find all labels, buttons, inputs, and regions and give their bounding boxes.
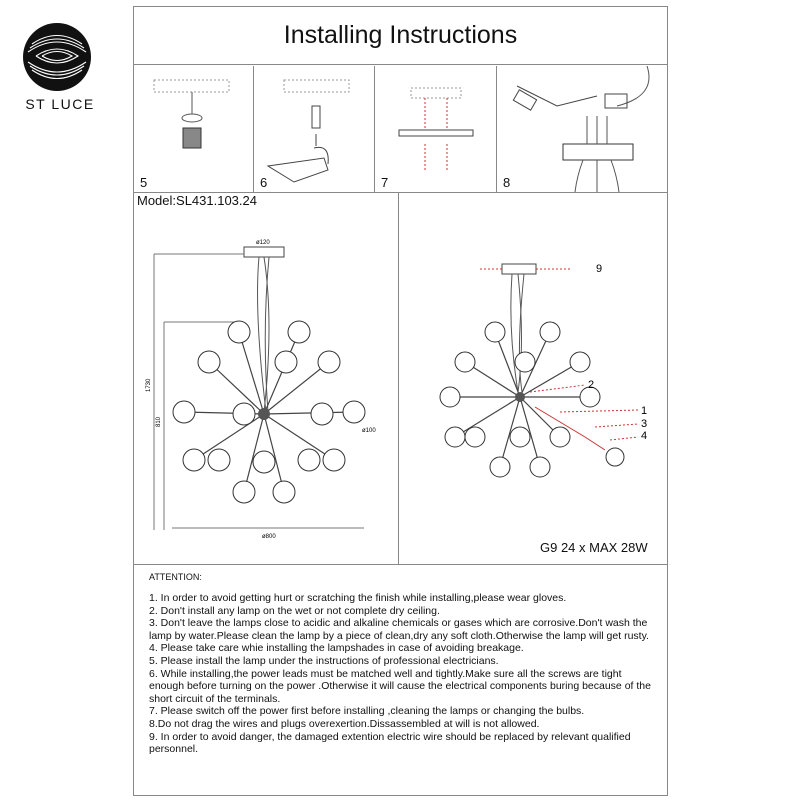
mounting-bracket-illustration bbox=[398, 87, 474, 172]
section-divider bbox=[134, 564, 667, 565]
st-luce-logo bbox=[23, 23, 91, 91]
canopy-dimension: ø120 bbox=[256, 240, 270, 246]
safety-note: 4. Please take care whie installing the … bbox=[149, 642, 524, 655]
safety-note: 2. Don't install any lamp on the wet or … bbox=[149, 604, 440, 617]
step-6-panel: 6 bbox=[254, 66, 375, 192]
safety-note: 1. In order to avoid getting hurt or scr… bbox=[149, 592, 567, 604]
step-number: 8 bbox=[503, 175, 511, 190]
attention-heading: ATTENTION: bbox=[149, 572, 202, 582]
part-label-4: 4 bbox=[641, 430, 647, 442]
dimension-drawing-panel: ø120 1730 810 ø800 ø100 bbox=[134, 192, 399, 564]
step-number: 5 bbox=[140, 175, 148, 190]
shade-dimension: ø100 bbox=[362, 428, 376, 434]
parts-exploded-drawing: 9 2 1 3 4 bbox=[439, 263, 647, 478]
glass-shades bbox=[439, 321, 625, 478]
safety-note: 8.Do not drag the wires and plugs overex… bbox=[149, 717, 540, 730]
dimension-drawing: ø120 1730 810 ø800 ø100 bbox=[146, 240, 376, 540]
wiring-connection-illustration bbox=[512, 66, 650, 192]
parts-drawing-panel: 9 2 1 3 4 bbox=[400, 192, 667, 564]
bulb-specification: G9 24 x MAX 28W bbox=[540, 540, 648, 555]
height-total-dimension: 1730 bbox=[146, 378, 152, 392]
safety-note: 3. Don't leave the lamps close to acidic… bbox=[149, 617, 649, 642]
safety-note: 5. Please install the lamp under the ins… bbox=[149, 654, 499, 667]
ceiling-screw-illustration bbox=[153, 79, 230, 149]
part-label-2: 2 bbox=[588, 379, 594, 391]
model-number: Model:SL431.103.24 bbox=[137, 193, 257, 208]
lamp-arms bbox=[183, 331, 355, 493]
part-label-1: 1 bbox=[641, 405, 647, 417]
step-number: 6 bbox=[260, 175, 268, 190]
steps-row: 5 6 7 8 bbox=[134, 66, 667, 193]
step-5-panel: 5 bbox=[134, 66, 254, 192]
hammer-anchor-illustration bbox=[266, 79, 350, 183]
safety-note: 6. While installing,the power leads must… bbox=[149, 667, 651, 705]
safety-note: 9. In order to avoid danger, the damaged… bbox=[149, 730, 631, 756]
height-body-dimension: 810 bbox=[156, 416, 162, 427]
diameter-dimension: ø800 bbox=[262, 534, 276, 540]
step-7-panel: 7 bbox=[375, 66, 497, 192]
instruction-sheet-frame bbox=[133, 6, 668, 796]
safety-notes-list: 1. In order to avoid getting hurt or scr… bbox=[149, 592, 659, 756]
glass-shades bbox=[172, 320, 366, 504]
page-title: Installing Instructions bbox=[134, 6, 667, 65]
part-label-3: 3 bbox=[641, 418, 647, 430]
step-8-panel: 8 bbox=[497, 66, 667, 192]
brand-name: ST LUCE bbox=[25, 96, 95, 112]
safety-note: 7. Please switch off the power first bef… bbox=[149, 705, 585, 718]
step-number: 7 bbox=[381, 175, 389, 190]
part-label-9: 9 bbox=[596, 263, 602, 275]
